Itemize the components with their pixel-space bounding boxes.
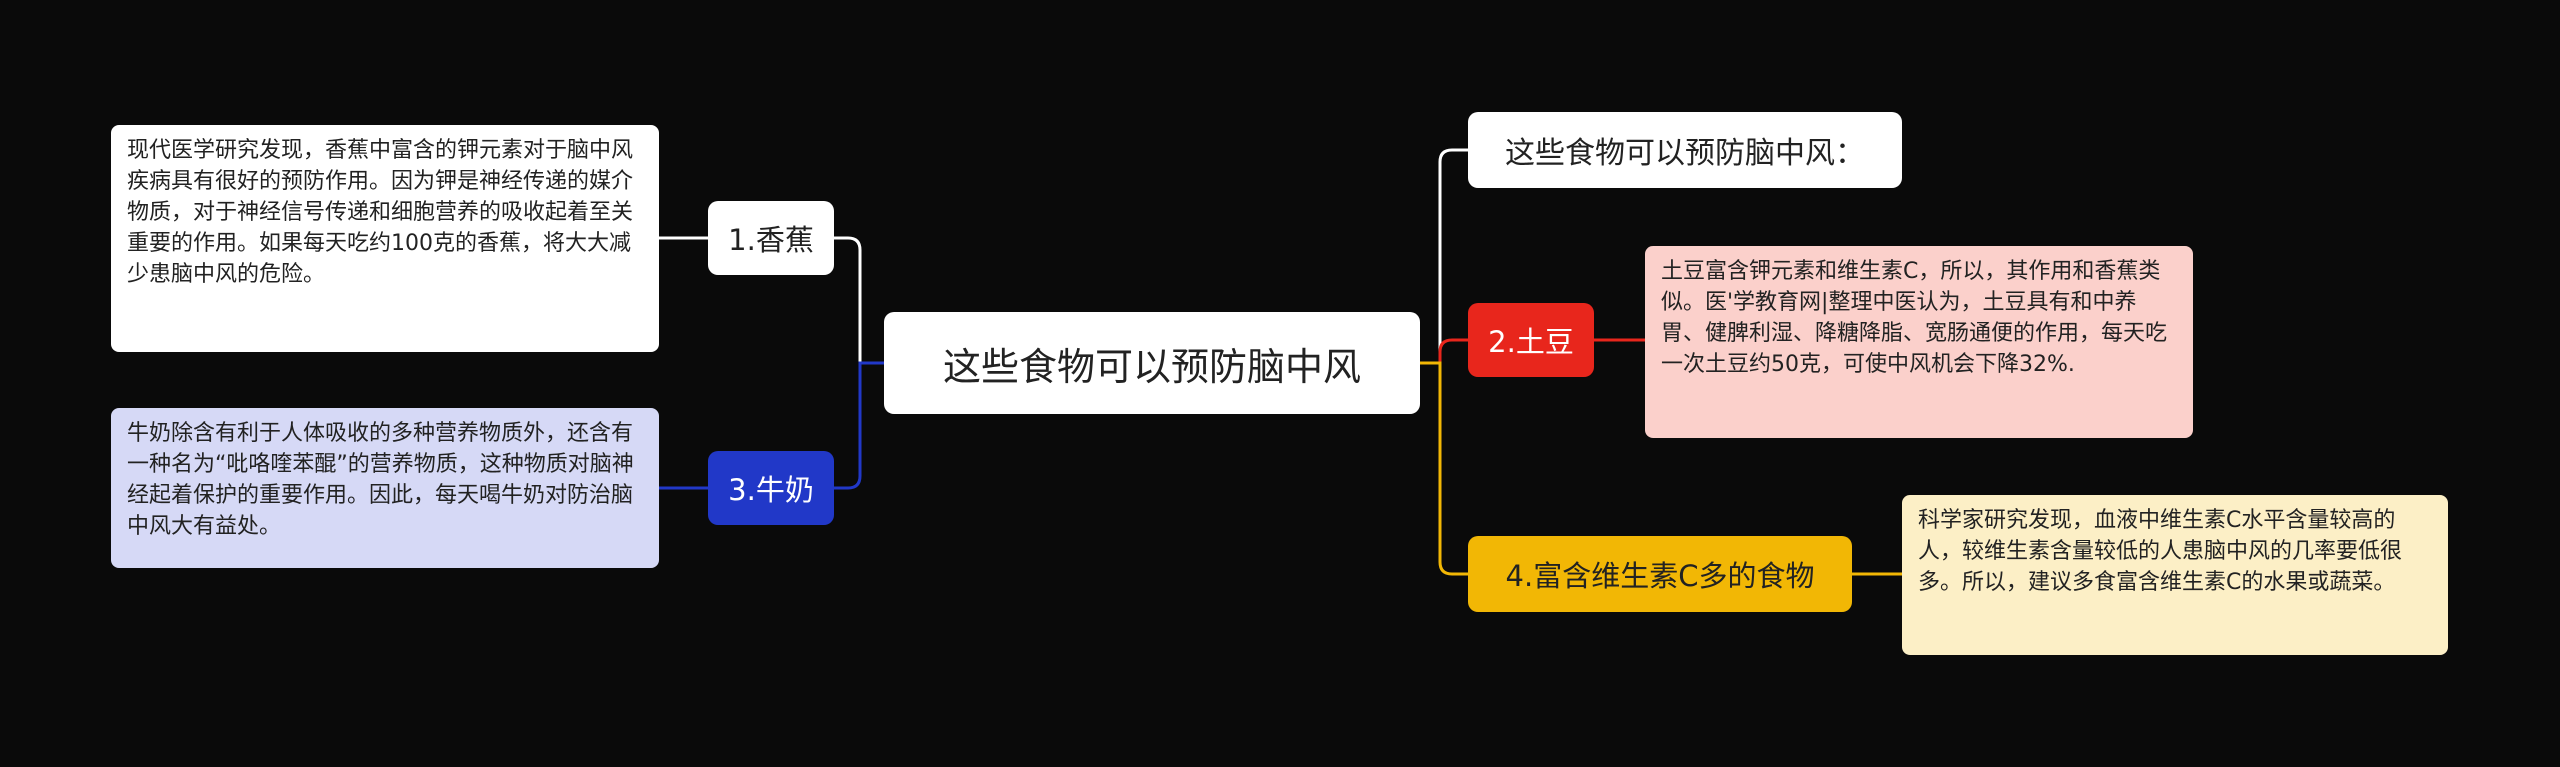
branch-vitamin-c[interactable]: 4.富含维生素C多的食物 — [1468, 536, 1852, 612]
branch-banana-label: 1.香蕉 — [728, 223, 814, 257]
note-milk: 牛奶除含有利于人体吸收的多种营养物质外，还含有一种名为“吡咯喹苯醌”的营养物质，… — [111, 408, 659, 568]
note-banana: 现代医学研究发现，香蕉中富含的钾元素对于脑中风疾病具有很好的预防作用。因为钾是神… — [111, 125, 659, 352]
connector-root-banana — [834, 236, 884, 365]
branch-vitamin-c-label: 4.富含维生素C多的食物 — [1505, 559, 1815, 593]
note-potato: 土豆富含钾元素和维生素C，所以，其作用和香蕉类似。医'学教育网|整理中医认为，土… — [1645, 246, 2193, 438]
connector-root-intro — [1420, 148, 1468, 365]
branch-milk-label: 3.牛奶 — [728, 473, 814, 507]
connector-root-milk — [834, 361, 884, 490]
connector-root-vitc — [1420, 361, 1468, 576]
branch-potato-label: 2.土豆 — [1488, 325, 1574, 359]
branch-intro-label: 这些食物可以预防脑中风： — [1505, 136, 1865, 171]
branch-intro[interactable]: 这些食物可以预防脑中风： — [1468, 112, 1902, 188]
central-topic-label: 这些食物可以预防脑中风 — [942, 344, 1361, 389]
connector-root-potato — [1420, 338, 1468, 365]
branch-potato[interactable]: 2.土豆 — [1468, 303, 1594, 377]
central-topic[interactable]: 这些食物可以预防脑中风 — [884, 312, 1420, 414]
branch-milk[interactable]: 3.牛奶 — [708, 451, 834, 525]
branch-banana[interactable]: 1.香蕉 — [708, 201, 834, 275]
note-vitamin-c: 科学家研究发现，血液中维生素C水平含量较高的人，较维生素含量较低的人患脑中风的几… — [1902, 495, 2448, 655]
